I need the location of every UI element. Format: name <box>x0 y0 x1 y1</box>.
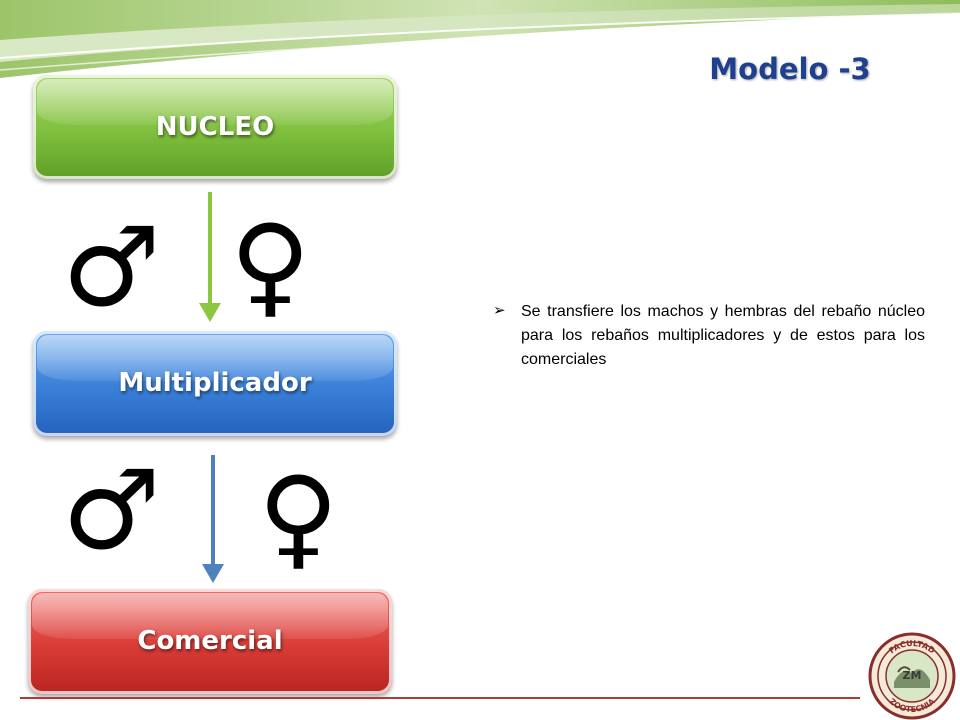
comercial-box: Comercial <box>28 589 392 694</box>
female-symbol-icon: ♀ <box>258 453 339 581</box>
bullet-arrow-icon: ➢ <box>493 302 506 319</box>
multiplicador-box: Multiplicador <box>33 331 397 436</box>
bullet-item: ➢ Se transfiere los machos y hembras del… <box>493 300 925 372</box>
female-symbol-icon: ♀ <box>230 201 311 329</box>
nucleo-label: NUCLEO <box>155 112 275 142</box>
bullet-text: Se transfiere los machos y hembras del r… <box>521 303 925 368</box>
faculty-logo-seal: FACULTAD ZOOTECNIA ZM <box>868 632 956 720</box>
arrow-multiplicador-to-comercial <box>202 455 224 583</box>
nucleo-box: NUCLEO <box>33 75 397 179</box>
male-symbol-icon: ♂ <box>62 203 161 331</box>
top-swoosh-decoration <box>0 0 960 78</box>
comercial-label: Comercial <box>137 626 283 656</box>
arrow-nucleo-to-multiplicador <box>199 192 221 322</box>
bottom-divider <box>20 697 860 699</box>
male-symbol-icon: ♂ <box>62 446 161 574</box>
slide-title: Modelo -3 <box>709 52 871 86</box>
multiplicador-label: Multiplicador <box>118 368 312 398</box>
logo-center-text: ZM <box>903 669 922 682</box>
